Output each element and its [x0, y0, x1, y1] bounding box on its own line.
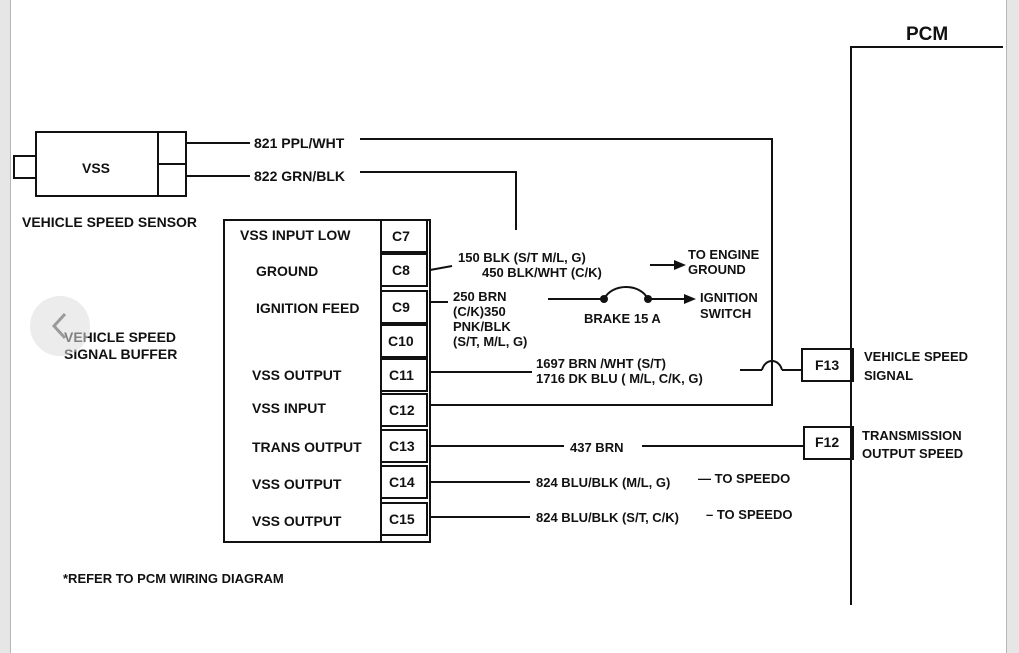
pcm-f12-desc-line1: TRANSMISSION	[862, 428, 962, 443]
dest-ignition-line1: IGNITION	[700, 290, 758, 305]
pcm-pin-f12	[803, 426, 854, 460]
pin-c7: C7	[392, 228, 410, 244]
signal-buffer-box	[223, 219, 431, 543]
wire-label-250-line3: PNK/BLK	[453, 319, 511, 334]
pin-box-c15	[380, 502, 428, 536]
pcm-f13-desc-line1: VEHICLE SPEED	[864, 349, 968, 364]
vss-connector-lower	[157, 163, 187, 197]
chevron-left-icon	[51, 312, 67, 340]
dest-ignition-line2: SWITCH	[700, 306, 751, 321]
wire-label-822: 822 GRN/BLK	[254, 168, 345, 184]
wire-label-450: 450 BLK/WHT (C/K)	[482, 265, 602, 280]
previous-page-button[interactable]	[30, 296, 90, 356]
vss-connector-upper	[157, 131, 187, 165]
pin-box-c7	[380, 219, 428, 253]
wire-label-437: 437 BRN	[570, 440, 623, 455]
pin-box-c11	[380, 358, 428, 392]
pin-c8: C8	[392, 262, 410, 278]
wire-label-1697: 1697 BRN /WHT (S/T)	[536, 356, 666, 371]
row-label-vss-output-c14: VSS OUTPUT	[252, 476, 342, 492]
dest-engine-line1: TO ENGINE	[688, 247, 760, 262]
footnote: *REFER TO PCM WIRING DIAGRAM	[63, 571, 284, 586]
buffer-caption-line2: SIGNAL BUFFER	[64, 346, 177, 362]
window-frame-left	[0, 0, 11, 653]
pin-box-c14	[380, 465, 428, 499]
wire-label-824-ml-g: 824 BLU/BLK (M/L, G)	[536, 475, 670, 490]
vss-label: VSS	[82, 160, 110, 176]
pin-box-c8	[380, 253, 428, 287]
pin-c14: C14	[389, 474, 415, 490]
pin-box-c9	[380, 290, 428, 324]
pcm-pin-f13-label: F13	[815, 357, 839, 373]
fuse-label: BRAKE 15 A	[584, 311, 661, 326]
buffer-caption-line1: VEHICLE SPEED	[64, 329, 176, 345]
pin-c9: C9	[392, 299, 410, 315]
wire-dest-824-st-ck: – TO SPEEDO	[706, 507, 792, 522]
pin-c12: C12	[389, 402, 415, 418]
pcm-f12-desc-line2: OUTPUT SPEED	[862, 446, 963, 461]
wire-label-150: 150 BLK (S/T M/L, G)	[458, 250, 586, 265]
pin-c15: C15	[389, 511, 415, 527]
wire-label-1716: 1716 DK BLU ( M/L, C/K, G)	[536, 371, 703, 386]
row-label-ignition-feed: IGNITION FEED	[256, 300, 359, 316]
pin-box-c13	[380, 429, 428, 463]
pcm-pin-f13	[801, 348, 854, 382]
pin-box-c12	[380, 393, 428, 427]
wire-label-250-line4: (S/T, M/L, G)	[453, 334, 527, 349]
pin-c13: C13	[389, 438, 415, 454]
row-label-vss-output-c15: VSS OUTPUT	[252, 513, 342, 529]
vss-sensor-shaft	[13, 155, 37, 179]
pcm-title: PCM	[906, 24, 948, 45]
arrow-to-ignition-switch	[684, 294, 696, 304]
pin-box-c10	[380, 324, 428, 358]
wire-label-250-line1: 250 BRN	[453, 289, 506, 304]
pin-c10: C10	[388, 333, 414, 349]
fuse-brake-15a	[603, 286, 649, 300]
pcm-f13-desc-line2: SIGNAL	[864, 368, 913, 383]
dest-engine-line2: GROUND	[688, 262, 746, 277]
arrow-to-engine-ground	[674, 260, 686, 270]
wire-label-824-st-ck: 824 BLU/BLK (S/T, C/K)	[536, 510, 679, 525]
window-frame-right	[1006, 0, 1019, 653]
pin-c11: C11	[389, 367, 414, 383]
row-label-vss-input-low: VSS INPUT LOW	[240, 227, 351, 243]
wire-150	[429, 265, 453, 271]
row-label-vss-output-c11: VSS OUTPUT	[252, 367, 342, 383]
vss-caption: VEHICLE SPEED SENSOR	[22, 214, 197, 230]
row-label-ground: GROUND	[256, 263, 318, 279]
pcm-pin-f12-label: F12	[815, 434, 839, 450]
wire-label-250-line2: (C/K)350	[453, 304, 506, 319]
row-label-trans-output: TRANS OUTPUT	[252, 439, 362, 455]
wire-label-821: 821 PPL/WHT	[254, 135, 345, 151]
row-label-vss-input: VSS INPUT	[252, 400, 326, 416]
pcm-boundary	[850, 46, 1003, 605]
wire-dest-824-ml-g: — TO SPEEDO	[698, 471, 790, 486]
